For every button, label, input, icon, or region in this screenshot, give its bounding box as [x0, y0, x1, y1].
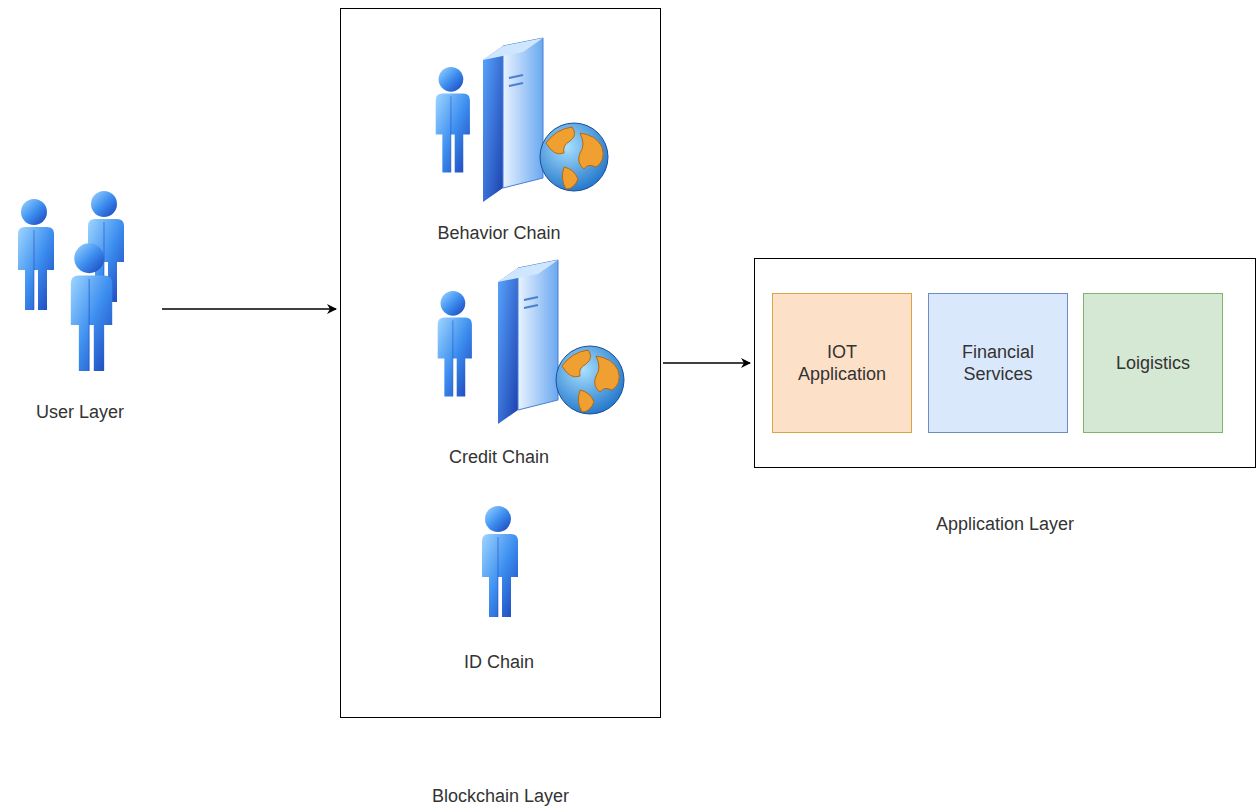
service-box: IOT Application	[772, 293, 912, 433]
node-label: ID Chain	[399, 651, 599, 673]
node-label: Behavior Chain	[399, 222, 599, 244]
layer-box: Application LayerIOT ApplicationFinancia…	[754, 258, 1256, 468]
layer-title: Application Layer	[755, 513, 1255, 535]
chain-node: Credit Chain	[399, 446, 599, 472]
node-label: Loigistics	[1116, 352, 1190, 374]
layer-box: Blockchain LayerBehavior ChainCredit Cha…	[340, 8, 661, 718]
node-label: IOT Application	[783, 341, 901, 385]
service-box: Financial Services	[928, 293, 1068, 433]
chain-node: ID Chain	[399, 651, 599, 677]
flow-arrow	[162, 308, 336, 310]
user-layer: User Layer	[0, 195, 160, 423]
service-box: Loigistics	[1083, 293, 1223, 433]
node-label: Credit Chain	[399, 446, 599, 468]
layer-title: Blockchain Layer	[341, 785, 660, 807]
node-label: User Layer	[0, 401, 160, 423]
node-label: Financial Services	[939, 341, 1057, 385]
chain-node: Behavior Chain	[399, 222, 599, 248]
flow-arrow	[663, 362, 750, 364]
